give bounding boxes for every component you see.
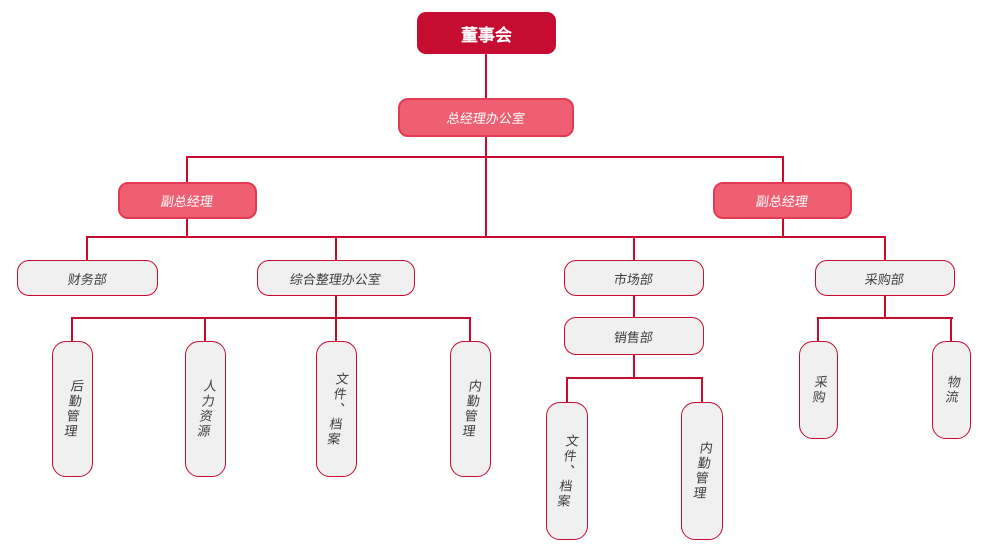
connector-line	[884, 237, 886, 260]
node-label: 后勤管理	[61, 379, 85, 439]
node-label: 物流	[942, 375, 962, 405]
node-internal-management-sales[interactable]: 内勤管理	[681, 402, 723, 540]
connector-line	[469, 318, 471, 341]
connector-line	[633, 237, 635, 260]
node-label: 市场部	[613, 271, 655, 287]
connector-line	[485, 54, 487, 98]
connector-line	[884, 295, 886, 319]
connector-line	[817, 317, 953, 319]
connector-line	[701, 378, 703, 402]
connector-line	[186, 157, 188, 182]
node-logistics-management[interactable]: 后勤管理	[52, 341, 93, 477]
node-label: 文件、档案	[554, 433, 581, 509]
node-gm-office[interactable]: 总经理办公室	[398, 98, 574, 137]
connector-line	[71, 318, 73, 341]
node-human-resources[interactable]: 人力资源	[185, 341, 226, 477]
node-label: 副总经理	[755, 194, 810, 209]
connector-line	[86, 237, 88, 260]
node-files-archives-left[interactable]: 文件、档案	[316, 341, 357, 477]
node-finance-dept[interactable]: 财务部	[17, 260, 158, 296]
node-marketing-dept[interactable]: 市场部	[564, 260, 704, 296]
connector-line	[633, 295, 635, 317]
node-purchasing-dept[interactable]: 采购部	[815, 260, 955, 296]
node-deputy-gm-left[interactable]: 副总经理	[118, 182, 257, 219]
node-files-archives-sales[interactable]: 文件、档案	[546, 402, 588, 540]
node-label: 文件、档案	[324, 371, 350, 447]
node-label: 内勤管理	[690, 441, 715, 501]
connector-line	[186, 218, 188, 238]
node-label: 销售部	[613, 329, 655, 345]
connector-line	[335, 237, 337, 260]
node-board[interactable]: 董事会	[417, 12, 556, 54]
node-label: 总经理办公室	[445, 111, 526, 126]
node-label: 人力资源	[194, 379, 218, 439]
node-label: 副总经理	[160, 194, 215, 209]
connector-line	[782, 157, 784, 182]
node-general-affairs-office[interactable]: 综合整理办公室	[257, 260, 415, 296]
connector-line	[71, 317, 471, 319]
node-logistics[interactable]: 物流	[932, 341, 971, 439]
connector-line	[204, 318, 206, 341]
node-sales-dept[interactable]: 销售部	[564, 317, 704, 355]
connector-line	[566, 377, 703, 379]
node-label: 财务部	[66, 271, 108, 287]
node-label: 采购	[809, 375, 829, 405]
connector-line	[817, 318, 819, 341]
connector-line	[566, 378, 568, 402]
node-procurement[interactable]: 采购	[799, 341, 838, 439]
connector-line	[633, 355, 635, 379]
node-internal-management-left[interactable]: 内勤管理	[450, 341, 491, 477]
connector-line	[485, 137, 487, 238]
node-deputy-gm-right[interactable]: 副总经理	[713, 182, 852, 219]
node-label: 综合整理办公室	[289, 271, 383, 287]
connector-line	[186, 156, 784, 158]
connector-line	[950, 318, 952, 341]
connector-line	[86, 236, 886, 238]
node-label: 采购部	[864, 271, 906, 287]
connector-line	[782, 218, 784, 238]
node-label: 董事会	[461, 25, 512, 45]
node-label: 内勤管理	[459, 379, 483, 439]
